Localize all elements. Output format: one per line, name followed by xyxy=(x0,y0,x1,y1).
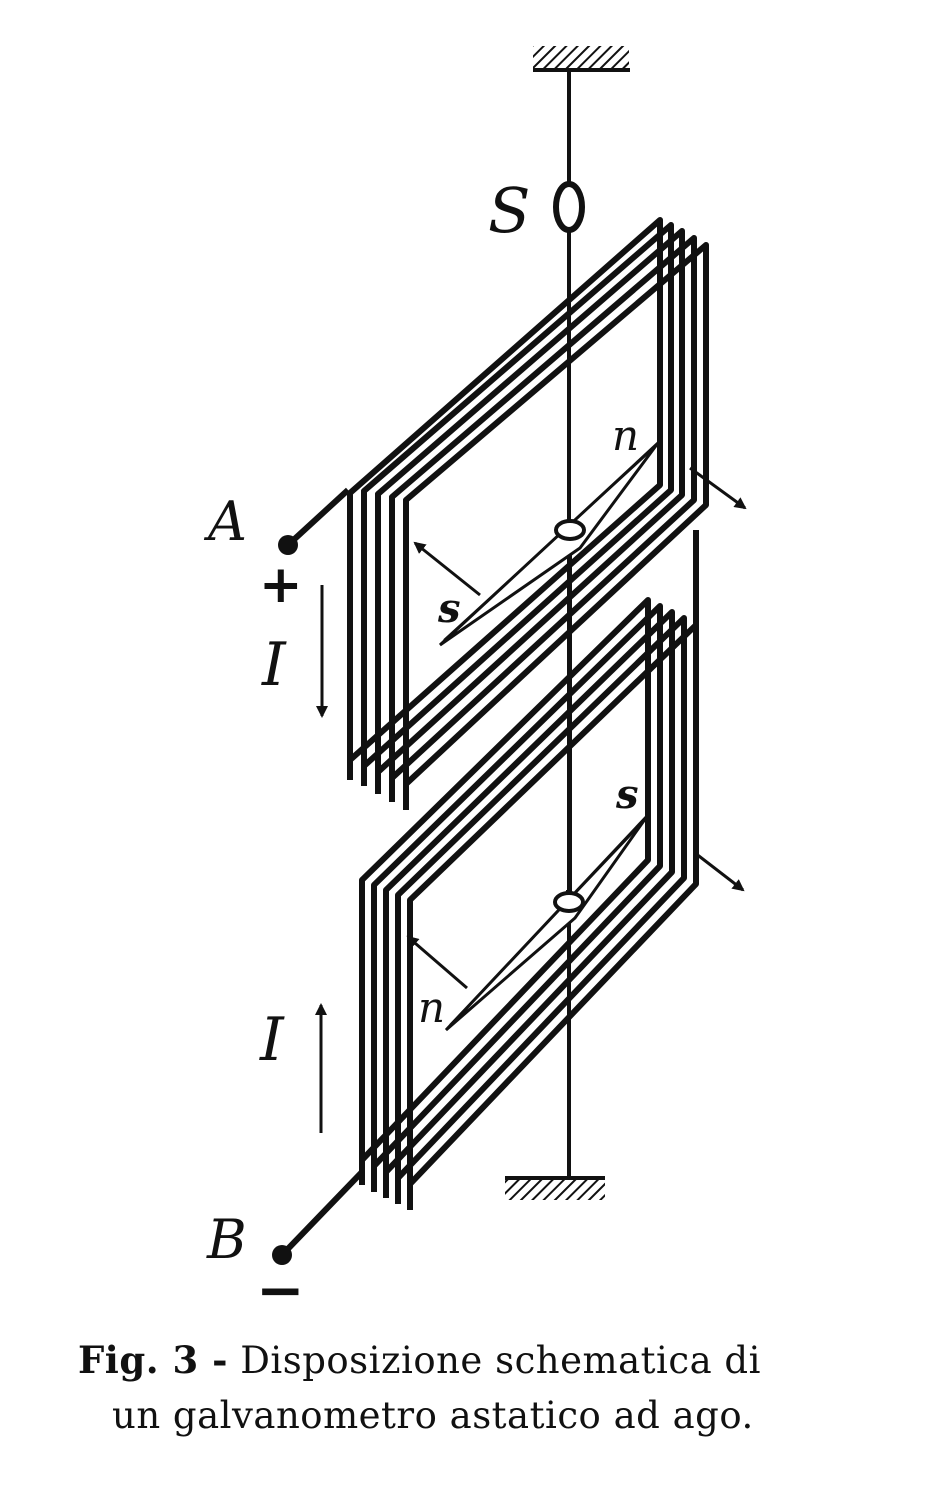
label-lower-south: s xyxy=(615,771,639,818)
upper-coil xyxy=(347,217,709,810)
suspension-ring xyxy=(553,181,585,233)
top-support xyxy=(533,46,630,72)
figure-number: Fig. 3 - xyxy=(78,1338,228,1382)
upper-left-arrow xyxy=(413,541,481,597)
suspension-fiber xyxy=(565,70,572,1178)
lower-left-arrow xyxy=(406,935,468,990)
lower-needle xyxy=(444,813,650,1032)
terminal-b-dot xyxy=(272,1245,292,1265)
label-minus: − xyxy=(256,1256,305,1300)
caption-line-1: Fig. 3 - Disposizione schematica di xyxy=(78,1332,761,1389)
bottom-support xyxy=(505,1176,605,1200)
label-current-top: I xyxy=(261,630,287,700)
label-terminal-a: A xyxy=(203,490,247,553)
lower-coil xyxy=(359,530,699,1210)
current-arrows xyxy=(315,585,328,1133)
caption-line-1-text: Disposizione schematica di xyxy=(240,1339,761,1382)
label-terminal-b: B xyxy=(206,1208,247,1271)
force-arrows xyxy=(406,466,747,990)
upper-right-arrow xyxy=(689,466,747,510)
caption-line-2: un galvanometro astatico ad ago. xyxy=(112,1394,754,1437)
lead-wires xyxy=(279,487,365,1258)
upper-needle xyxy=(438,441,660,647)
label-upper-south: s xyxy=(437,585,461,632)
label-upper-north: n xyxy=(612,411,639,460)
terminal-a-dot xyxy=(278,535,298,555)
label-current-bottom: I xyxy=(259,1005,285,1075)
label-plus: + xyxy=(259,555,303,615)
lower-right-arrow xyxy=(694,851,745,892)
galvanometer-diagram: S A + I n s s n I B − xyxy=(203,46,747,1300)
label-lower-north: n xyxy=(418,983,445,1032)
label-s-suspension: S xyxy=(488,174,530,247)
